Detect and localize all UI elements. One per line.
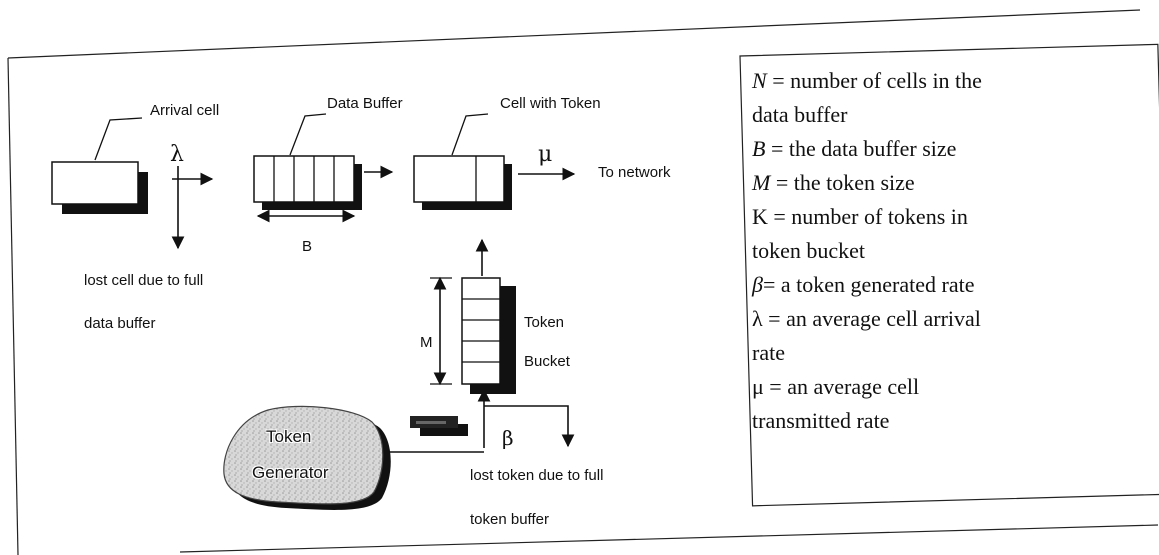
- buffer-size-label: B: [302, 239, 312, 254]
- lost-token-arrow: [484, 406, 568, 446]
- legend-line-k: K = number of tokens in: [752, 206, 968, 228]
- legend-line-b: B = the data buffer size: [752, 138, 956, 160]
- legend-line-beta: β= a token generated rate: [752, 274, 974, 296]
- to-network-label: To network: [598, 165, 671, 180]
- legend-line-mu: μ = an average cell: [752, 376, 919, 398]
- lambda-label: λ: [170, 144, 184, 166]
- data-buffer-label: Data Buffer: [327, 96, 403, 111]
- legend-line-n-cont: data buffer: [752, 104, 848, 126]
- legend-line-mu-cont: transmitted rate: [752, 410, 889, 432]
- token-bucket: [462, 278, 516, 394]
- token-generator-label-line2: Generator: [252, 464, 329, 481]
- cell-with-token: [414, 156, 512, 210]
- beta-label: β: [502, 428, 514, 448]
- token-generator-label-line1: Token: [266, 428, 311, 445]
- arrival-cell-callout: [95, 118, 142, 160]
- token-size-label: M: [420, 335, 433, 350]
- legend-line-k-cont: token bucket: [752, 240, 865, 262]
- arrival-cell-label: Arrival cell: [150, 103, 219, 118]
- legend-line-lambda: λ = an average cell arrival: [752, 308, 981, 330]
- lost-token-label-line2: token buffer: [470, 512, 549, 527]
- data-buffer-callout: [290, 114, 326, 155]
- token-bucket-label-line2: Bucket: [524, 354, 570, 369]
- cell-with-token-label: Cell with Token: [500, 96, 601, 111]
- arrival-cell: [52, 162, 148, 214]
- cell-with-token-callout: [452, 114, 488, 155]
- legend: N = number of cells in the data buffer B…: [752, 60, 1152, 500]
- lost-token-label-line1: lost token due to full: [470, 468, 603, 483]
- legend-line-m: M = the token size: [752, 172, 915, 194]
- data-buffer: [254, 156, 362, 210]
- token-generator: [224, 406, 391, 510]
- mu-label: μ: [538, 144, 552, 166]
- tokens: [410, 416, 468, 436]
- lost-cell-label-line2: data buffer: [84, 316, 155, 331]
- token-bucket-label-line1: Token: [524, 315, 564, 330]
- lost-cell-label-line1: lost cell due to full: [84, 273, 203, 288]
- legend-line-n: N = number of cells in the: [752, 70, 982, 92]
- legend-line-lambda-cont: rate: [752, 342, 785, 364]
